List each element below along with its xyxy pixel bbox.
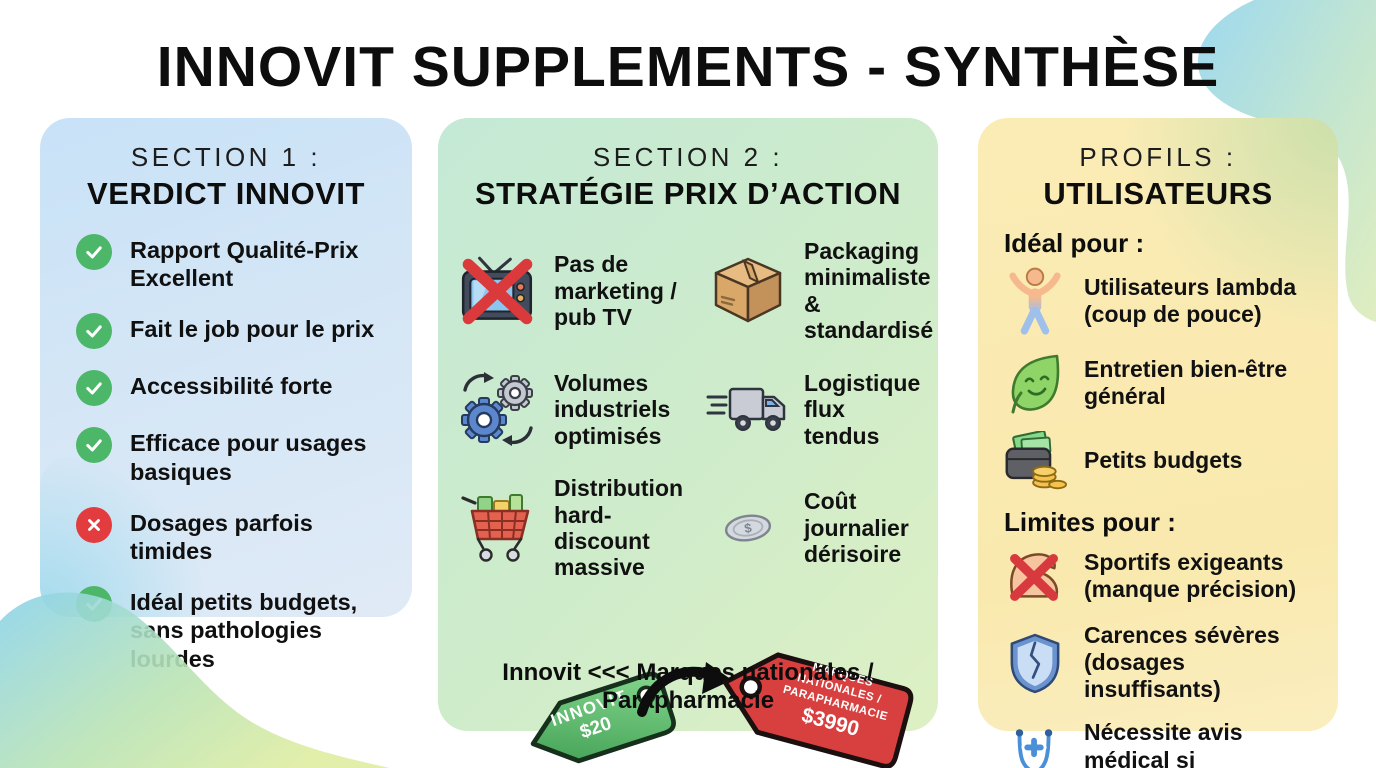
check-icon [76,234,112,270]
check-icon [76,313,112,350]
strategy-kicker: SECTION 2 : [592,142,784,172]
list-item-label: Efficace pour usages basiques [130,430,367,485]
panel-verdict: SECTION 1 : VERDICT INNOVIT Rapport Qual… [40,118,412,672]
limits-for-label: Limites pour : [1004,507,1176,537]
stethoscope-icon [998,727,1072,768]
ideal-for-list: Utilisateurs lambda (coup de pouce) Entr… [978,265,1338,491]
price-comparison: INNOVIT $20 MARQUES NATIONALES / PARAPHA… [466,646,914,768]
list-item-label: Entretien bien-être général [1084,355,1288,409]
svg-text:$: $ [743,520,753,536]
check-icon [76,427,112,464]
list-item: Fait le job pour le prix [76,313,388,350]
list-item: Accessibilité forte [76,370,388,407]
list-item-label: Idéal petits budgets, sans pathologies l… [130,589,358,672]
package-box-icon [702,255,794,327]
delivery-truck-icon [702,379,794,439]
list-item: Nécessite avis médical si pathologies [998,719,1324,768]
list-item-label: Distribution hard-discount massive [554,475,684,581]
list-item: Entretien bien-être général [998,351,1324,415]
panel-strategy: SECTION 2 : STRATÉGIE PRIX D’ACTION P [438,118,938,768]
list-item-label: Volumes industriels optimisés [554,369,671,449]
list-item: Volumes industriels optimisés [452,370,702,449]
list-item-label: Petits budgets [1084,447,1243,474]
list-item-label: Nécessite avis médical si pathologies [1084,719,1243,768]
panel-profiles-header: PROFILS : UTILISATEURS [978,118,1338,212]
list-item-label: Coût journalier dérisoire [804,488,909,568]
list-item: Pas de marketing / pub TV [452,238,702,344]
cracked-shield-icon [998,631,1072,695]
no-tv-ads-icon [452,255,544,327]
list-item: Efficace pour usages basiques [76,427,388,485]
ideal-for-label: Idéal pour : [1004,228,1145,258]
cross-icon [76,506,112,543]
coin-icon: $ [702,508,794,548]
list-item-label: Accessibilité forte [130,373,333,400]
competitor-price-tag: MARQUES NATIONALES / PARAPHARMACIE $3990 [706,630,922,768]
list-item: Packaging minimaliste & standardisé [702,238,933,344]
wallet-icon [998,431,1072,491]
person-icon [998,267,1072,335]
strategy-grid: Pas de marketing / pub TV Packaging mini… [438,212,938,581]
list-item: Petits budgets [998,431,1324,491]
muscle-no-icon [998,546,1072,606]
verdict-list: Rapport Qualité-Prix Excellent Fait le j… [40,212,412,673]
price-footnote: Innovit <<< Marques nationales / Parapha… [502,659,874,714]
list-item: Idéal petits budgets, sans pathologies l… [76,586,388,673]
limits-for-list: Sportifs exigeants (manque précision) Ca… [978,544,1338,768]
page-title: INNOVIT SUPPLEMENTS - SYNTHÈSE [156,35,1220,99]
panel-profiles: PROFILS : UTILISATEURS Idéal pour : [978,118,1338,768]
shopping-cart-icon [452,491,544,565]
list-item: Rapport Qualité-Prix Excellent [76,234,388,292]
list-item: Distribution hard-discount massive [452,475,702,581]
list-item: Carences sévères (dosages insuffisants) [998,622,1324,703]
arrow-icon [637,662,732,717]
list-item: Sportifs exigeants (manque précision) [998,546,1324,606]
list-item-label: Utilisateurs lambda (coup de pouce) [1084,273,1297,327]
list-item-label: Packaging minimaliste & standardisé [804,238,934,344]
list-item-label: Pas de marketing / pub TV [554,251,677,331]
verdict-kicker: SECTION 1 : [130,142,322,172]
list-item: Logistique flux tendus [702,370,922,449]
profiles-kicker: PROFILS : [1079,142,1237,172]
list-item-label: Dosages parfois timides [130,509,313,564]
panel-verdict-header: SECTION 1 : VERDICT INNOVIT [40,118,412,212]
gears-icon [452,372,544,447]
leaf-smile-icon [998,351,1072,415]
list-item-label: Fait le job pour le prix [130,316,375,343]
list-item-label: Sportifs exigeants (manque précision) [1084,548,1297,602]
profiles-heading: UTILISATEURS [1043,176,1273,211]
check-icon [76,370,112,407]
list-item: $ Coût journalier dérisoire [702,475,922,581]
list-item-label: Logistique flux tendus [804,369,921,449]
panel-strategy-header: SECTION 2 : STRATÉGIE PRIX D’ACTION [438,118,938,212]
list-item: Utilisateurs lambda (coup de pouce) [998,267,1324,335]
list-item-label: Rapport Qualité-Prix Excellent [130,237,359,292]
verdict-heading: VERDICT INNOVIT [87,176,365,211]
list-item: Dosages parfois timides [76,506,388,565]
strategy-heading: STRATÉGIE PRIX D’ACTION [474,176,901,211]
list-item-label: Carences sévères (dosages insuffisants) [1084,622,1280,703]
check-icon [76,586,112,623]
